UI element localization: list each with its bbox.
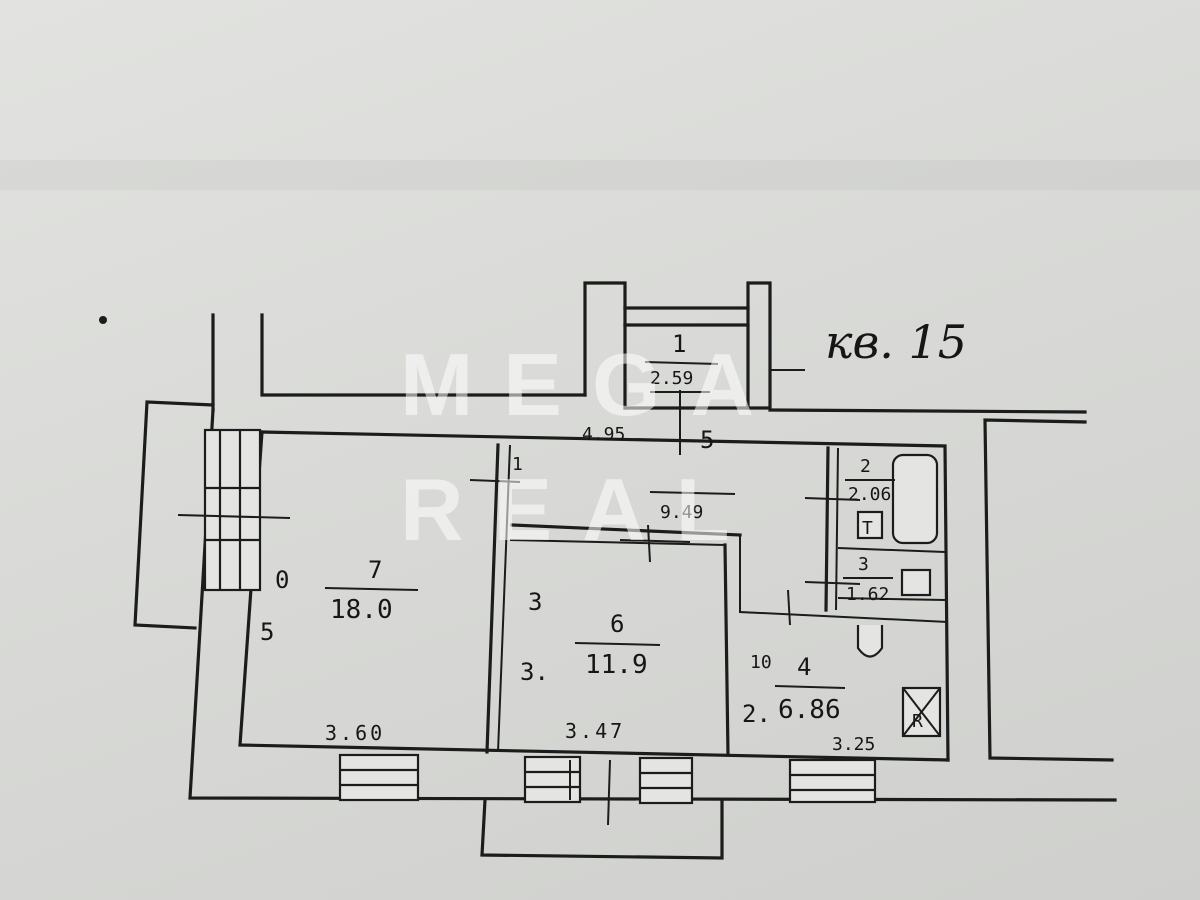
background-print-band: [0, 160, 1200, 190]
upper-wall-left: [260, 313, 587, 397]
watermark-line1: MEGA: [400, 335, 784, 434]
sink-wc: [900, 568, 932, 597]
dim-room6-side-a: 3.: [520, 658, 549, 686]
toilet-mark: T: [862, 518, 873, 539]
room-3-label: 3 1.62: [843, 554, 893, 605]
room-6-number: 6: [610, 610, 624, 638]
wall-6-4: [723, 543, 730, 757]
wall-7-6: [485, 443, 500, 754]
wc-bottom: [837, 597, 946, 601]
bath-divider: [837, 547, 946, 553]
room-5-number: 5: [700, 426, 714, 454]
left-adjacent-block: [133, 400, 215, 630]
room-1-area: 2.59: [650, 368, 693, 389]
balcony-rail: [623, 306, 750, 327]
dim-room4-side-b: 10: [750, 652, 772, 673]
balcony-left-wall: [583, 281, 627, 410]
dim-room6-width: 3.47: [565, 719, 625, 743]
room-4-number: 4: [797, 653, 811, 681]
window-room6-a: [523, 755, 582, 804]
room-4-area: 6.86: [778, 695, 841, 725]
room-6-area: 11.9: [585, 650, 648, 680]
balcony-right-wall: [746, 281, 772, 410]
bath-wall-left: [824, 446, 830, 612]
room-3-number: 3: [858, 554, 869, 575]
room-2-area: 2.06: [848, 484, 891, 505]
room-2-label: 2 2.06: [845, 456, 895, 505]
upper-wall-right: [768, 408, 1087, 414]
tick-marks: [469, 369, 861, 826]
dim-room7-side-b: 0: [275, 566, 289, 594]
room-4-label: 4 6.86: [774, 653, 846, 725]
room-7-number: 7: [368, 556, 382, 584]
room-5-area: 9.49: [660, 502, 703, 523]
room4-top-wall: [739, 535, 949, 623]
room-7-label: 7 18.0: [324, 556, 419, 625]
room-3-area: 1.62: [846, 584, 889, 605]
corridor-bottom-wall: [510, 523, 742, 537]
dim-corridor-side: 1: [512, 454, 523, 475]
dim-room6-side-b: 3: [528, 588, 542, 616]
window-left: [203, 428, 262, 592]
window-room4: [788, 758, 877, 804]
apartment-title: кв. 15: [825, 315, 967, 369]
room-1-label: 1 2.59: [644, 330, 719, 389]
dim-corridor-length: 4.95: [582, 424, 625, 445]
dim-room4-side-a: 2.: [742, 700, 771, 728]
dim-room7-side-a: 5: [260, 618, 274, 646]
dimension-labels: 3.60 3.47 3.25 4.95 5 0 3. 3 2. 10 1: [260, 424, 875, 755]
room-6-label: 6 11.9: [574, 610, 661, 680]
toilet-box: [856, 510, 884, 540]
room-7-area: 18.0: [330, 595, 393, 625]
dim-room4-width: 3.25: [832, 734, 875, 755]
ink-dot: [99, 316, 107, 324]
wall-7-6-inner: [497, 444, 511, 753]
neighbor-apartment: [983, 418, 1114, 762]
room-5-label: 5 9.49: [649, 426, 736, 523]
window-room6-b: [638, 756, 694, 805]
bottom-balcony: [480, 798, 724, 860]
bath-wall-left-inner: [835, 447, 839, 611]
bathtub: [891, 453, 939, 545]
apartment-top-right: [260, 430, 950, 762]
dim-room7-width: 3.60: [325, 721, 385, 745]
room-1-number: 1: [672, 330, 686, 358]
watermark-line2: REAL: [400, 460, 760, 559]
stove-mark: R: [912, 711, 923, 732]
window-room7: [338, 753, 420, 802]
room-2-number: 2: [860, 456, 871, 477]
wall-mark-left: [177, 514, 291, 519]
room6-top-wall: [509, 539, 726, 546]
fixtures: T R: [856, 453, 942, 738]
kitchen-sink: [856, 625, 884, 658]
